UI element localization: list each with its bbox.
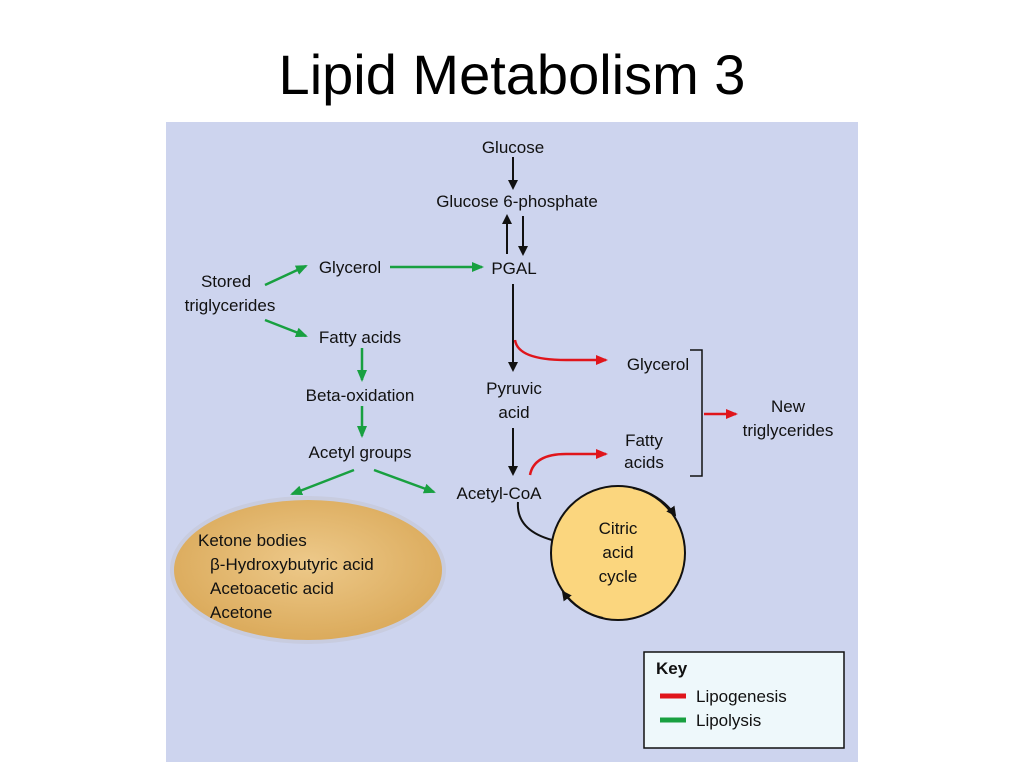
ketone-bodies-title: Ketone bodies [198,531,307,550]
node-glycerol-right: Glycerol [627,355,689,374]
arrow-stored-to-glycerol [264,264,308,287]
diagram-panel: Ketone bodies β-Hydroxybutyric acid Acet… [166,122,858,762]
key-label-lipolysis: Lipolysis [696,711,761,730]
arrow-acetyl-groups-to-ketone [290,468,355,496]
key-title: Key [656,659,688,678]
arrow-stored-to-fatty-acids [264,318,308,338]
slide-title: Lipid Metabolism 3 [278,43,746,106]
metabolism-diagram: Ketone bodies β-Hydroxybutyric acid Acet… [170,138,845,749]
node-acetyl-coa: Acetyl-CoA [456,484,542,503]
citric-label-line2: acid [602,543,633,562]
node-beta-oxidation: Beta-oxidation [306,386,415,405]
node-stored-line1: Stored [201,272,251,291]
ketone-item: Acetoacetic acid [210,579,334,598]
arrow-acetyl-groups-to-acetylcoa [373,468,436,494]
citric-acid-cycle-circle [550,485,686,621]
node-pyruvic-line2: acid [498,403,529,422]
citric-label-line3: cycle [599,567,638,586]
node-glucose: Glucose [482,138,544,157]
node-new-line2: triglycerides [743,421,834,440]
node-fatty-right-line2: acids [624,453,664,472]
node-fatty-right-line1: Fatty [625,431,663,450]
node-stored-line2: triglycerides [185,296,276,315]
ketone-item: β-Hydroxybutyric acid [210,555,374,574]
node-fatty-acids-left: Fatty acids [319,328,401,347]
node-glycerol-left: Glycerol [319,258,381,277]
bracket-new-triglycerides [690,349,703,477]
node-acetyl-groups: Acetyl groups [309,443,412,462]
key-label-lipogenesis: Lipogenesis [696,687,787,706]
line-acetylcoa-to-citric [516,501,553,541]
node-pyruvic-line1: Pyruvic [486,379,542,398]
citric-label-line1: Citric [599,519,638,538]
cycle-arrow-top [632,487,677,517]
node-new-line1: New [771,397,806,416]
node-pgal: PGAL [491,259,536,278]
key-legend: Key Lipogenesis Lipolysis [643,651,845,749]
node-glucose-6-phosphate: Glucose 6-phosphate [436,192,598,211]
ketone-bodies-ellipse [170,496,446,644]
arrow-pyruvic-to-glycerol [513,339,608,365]
cycle-arrow-bottom [561,590,604,619]
arrow-acetylcoa-to-fatty [528,449,608,476]
ketone-item: Acetone [210,603,272,622]
